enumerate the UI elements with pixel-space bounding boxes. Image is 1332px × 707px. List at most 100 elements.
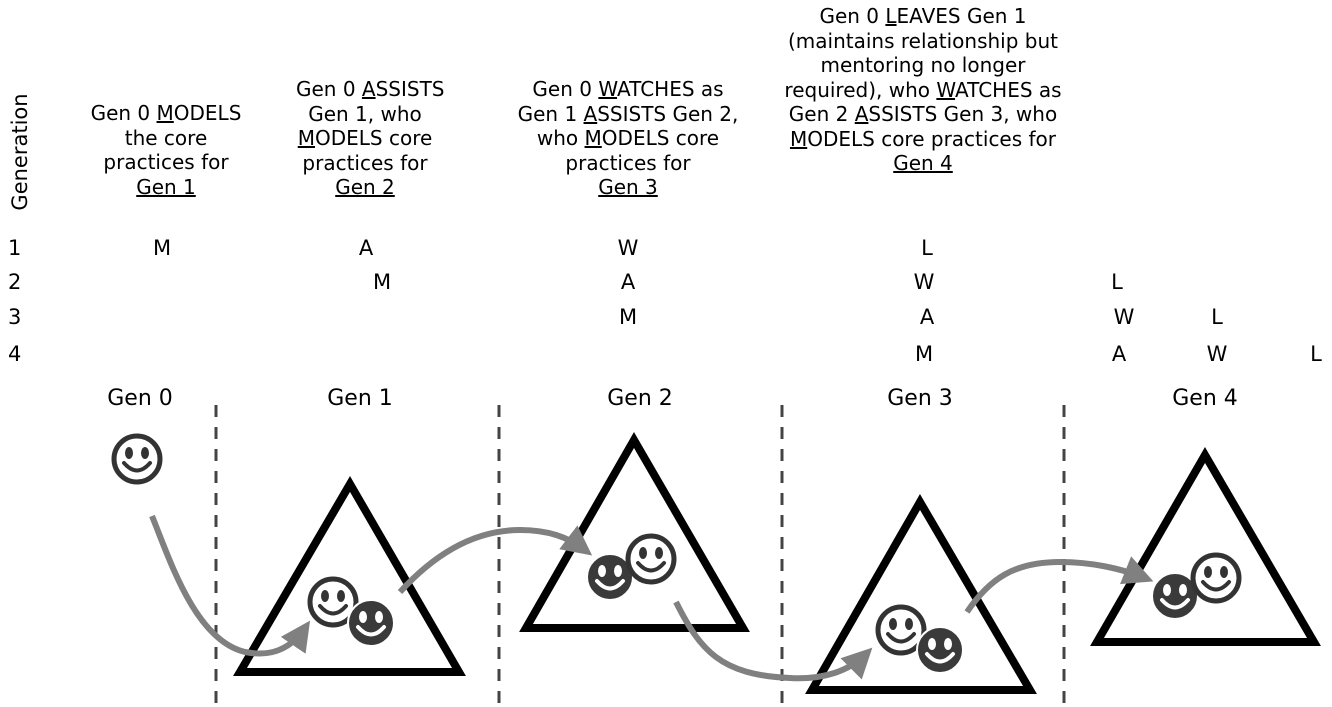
header-line: Gen 2 — [296, 175, 434, 200]
header-text: the core — [124, 125, 208, 150]
header-text: Gen 0 — [296, 77, 362, 101]
cell-r3-c4: A — [919, 305, 935, 329]
header-text: practices for — [565, 150, 691, 175]
header-line: Gen 0 MODELS — [83, 101, 249, 126]
gen-label-3: Gen 3 — [887, 386, 953, 411]
underlined-text: Gen 2 — [335, 175, 395, 199]
header-text: Gen 0 — [532, 77, 599, 101]
header-line: Gen 0 LEAVES Gen 1 — [768, 4, 1078, 29]
header-line: who MODELS core — [508, 126, 748, 151]
cell-r4-c5: A — [1111, 342, 1127, 366]
gen-label-1: Gen 1 — [327, 386, 393, 411]
header-text: Gen 1 — [517, 101, 584, 126]
smiley-face-icon — [628, 536, 674, 582]
cell-r2-c4: W — [913, 270, 935, 294]
header-text: ODELS — [173, 101, 242, 125]
cell-r4-c6: W — [1206, 342, 1228, 366]
underlined-text: Gen 3 — [598, 175, 658, 199]
header-line: Gen 1 ASSISTS Gen 2, — [508, 102, 748, 127]
header-line: mentoring no longer — [768, 53, 1078, 78]
underlined-text: M — [584, 126, 602, 150]
underlined-text: M — [156, 101, 174, 125]
header-line: practices for — [296, 151, 434, 176]
header-text: EAVES Gen 1 — [896, 4, 1027, 28]
underlined-text: Gen 1 — [136, 174, 196, 199]
header-text: ODELS core practices for — [807, 126, 1057, 151]
header-text: practices for — [302, 150, 428, 175]
cell-r1-c4: L — [921, 236, 933, 260]
row-label-2: 2 — [8, 270, 22, 294]
header-gen-4: Gen 0 LEAVES Gen 1(maintains relationshi… — [768, 4, 1078, 176]
header-text: SSISTS — [375, 77, 445, 101]
header-text: Gen 2 — [788, 102, 855, 126]
cell-r2-c2: M — [372, 270, 392, 294]
header-text: ATCHES as — [955, 77, 1062, 102]
underlined-text: W — [936, 77, 956, 102]
underlined-text: A — [361, 77, 376, 101]
curved-arrow-icon — [673, 600, 873, 682]
header-line: Gen 1 — [83, 175, 249, 200]
header-text: Gen 0 — [819, 4, 886, 28]
header-line: Gen 3 — [508, 175, 748, 200]
smiley-face-icon — [114, 436, 160, 482]
header-line: Gen 2 ASSISTS Gen 3, who — [768, 102, 1078, 127]
header-text: practices for — [103, 150, 229, 174]
triangle-group-gen-4 — [1090, 447, 1321, 646]
header-line: MODELS core practices for — [768, 127, 1078, 152]
row-label-4: 4 — [8, 342, 22, 366]
underlined-text: M — [789, 126, 808, 151]
header-line: the core — [83, 126, 249, 151]
smiley-face-icon — [915, 625, 965, 675]
underlined-text: L — [885, 4, 897, 28]
triangle-group-gen-3 — [805, 494, 1037, 694]
triangle-group-gen-1 — [233, 476, 466, 676]
header-text: who — [536, 126, 585, 150]
header-text: mentoring no longer — [820, 53, 1026, 77]
cell-r3-c6: L — [1211, 305, 1223, 329]
underlined-text: W — [598, 77, 618, 101]
gen-label-0: Gen 0 — [107, 386, 173, 411]
curved-arrow-icon — [149, 514, 311, 657]
cell-r2-c5: L — [1111, 270, 1123, 294]
header-line: required), who WATCHES as — [768, 78, 1078, 103]
row-label-1: 1 — [8, 236, 22, 260]
header-text: (maintains relationship but — [787, 28, 1058, 53]
header-text: required), who — [784, 77, 937, 102]
curved-arrow-icon — [397, 525, 593, 595]
header-line: Gen 1, who — [296, 102, 434, 127]
underlined-text: A — [854, 102, 869, 126]
cell-r4-c4: M — [914, 342, 934, 366]
header-text: ODELS core — [601, 126, 720, 150]
cell-r1-c3: W — [617, 236, 639, 260]
header-text: SSISTS Gen 3, who — [868, 102, 1058, 126]
header-line: practices for — [83, 150, 249, 175]
cell-r3-c5: W — [1113, 305, 1135, 329]
gen-label-4: Gen 4 — [1172, 386, 1238, 411]
cell-r1-c1: M — [152, 236, 172, 260]
header-text: Gen 0 — [90, 101, 157, 125]
cell-r2-c3: A — [620, 270, 636, 294]
header-line: Gen 0 WATCHES as — [508, 77, 748, 102]
header-text: ATCHES as — [617, 77, 724, 101]
header-text: ODELS core — [314, 126, 433, 150]
header-line: (maintains relationship but — [768, 29, 1078, 54]
cell-r4-c7: L — [1310, 342, 1322, 366]
header-line: Gen 4 — [768, 151, 1078, 176]
header-line: Gen 0 ASSISTS — [296, 77, 445, 102]
header-line: practices for — [508, 151, 748, 176]
underlined-text: M — [297, 126, 315, 150]
smiley-face-icon — [346, 598, 396, 648]
row-label-3: 3 — [8, 305, 22, 329]
smiley-face-icon — [1193, 555, 1239, 601]
gen-label-2: Gen 2 — [607, 386, 673, 411]
underlined-text: A — [583, 101, 598, 126]
underlined-text: Gen 4 — [893, 151, 953, 175]
cell-r3-c3: M — [618, 305, 638, 329]
header-text: Gen 1, who — [308, 101, 422, 126]
header-line: MODELS core — [296, 126, 434, 151]
header-text: SSISTS Gen 2, — [597, 101, 739, 126]
